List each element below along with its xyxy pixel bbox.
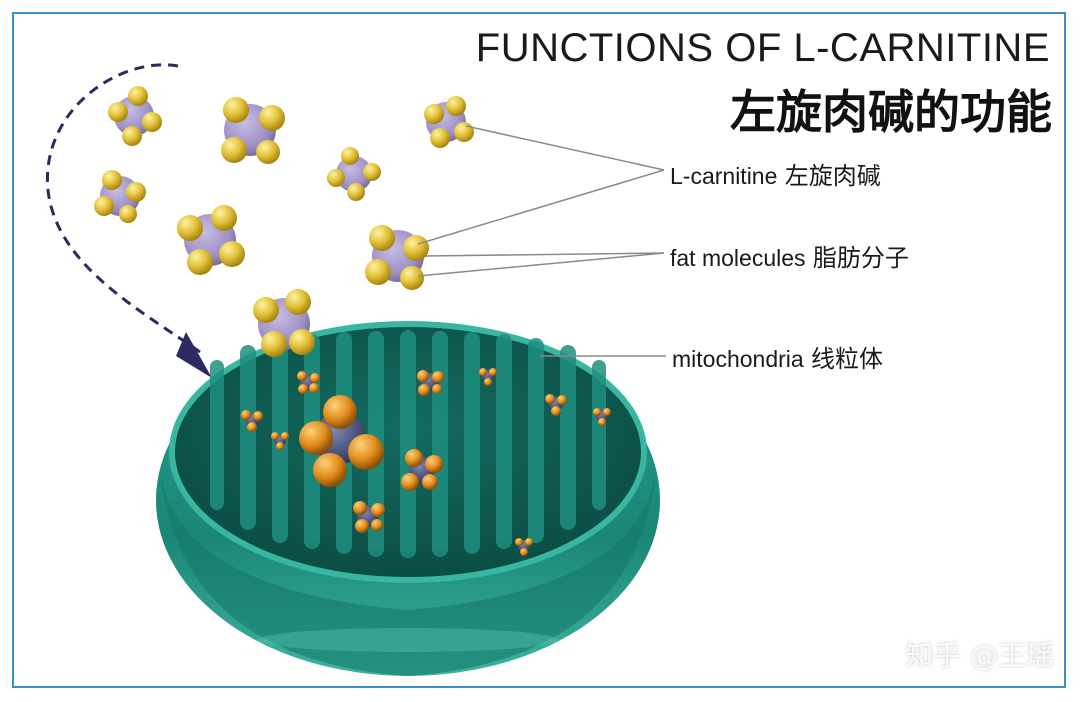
label-mitochondria: mitochondria 线粒体 xyxy=(672,339,883,374)
inner-molecules xyxy=(241,368,611,556)
arrowhead-icon xyxy=(176,332,212,378)
label-mito-cn: 线粒体 xyxy=(811,345,883,373)
label-carnitine-en: L-carnitine xyxy=(670,163,778,189)
dashed-arrow-path xyxy=(46,63,201,354)
floating-molecules xyxy=(94,86,474,357)
label-mito-en: mitochondria xyxy=(672,346,804,372)
title-english: FUNCTIONS OF L-CARNITINE xyxy=(475,26,1050,70)
label-fat-en: fat molecules xyxy=(670,245,806,271)
mitochondrion xyxy=(156,321,660,676)
label-fat-cn: 脂肪分子 xyxy=(812,244,909,272)
label-carnitine: L-carnitine 左旋肉碱 xyxy=(670,156,881,191)
label-fat-molecules: fat molecules 脂肪分子 xyxy=(670,238,909,273)
title-chinese: 左旋肉碱的功能 xyxy=(730,85,1052,139)
watermark: 知乎 @王瑶 xyxy=(905,639,1054,672)
label-carnitine-cn: 左旋肉碱 xyxy=(784,162,881,190)
leader-lines xyxy=(417,125,666,357)
